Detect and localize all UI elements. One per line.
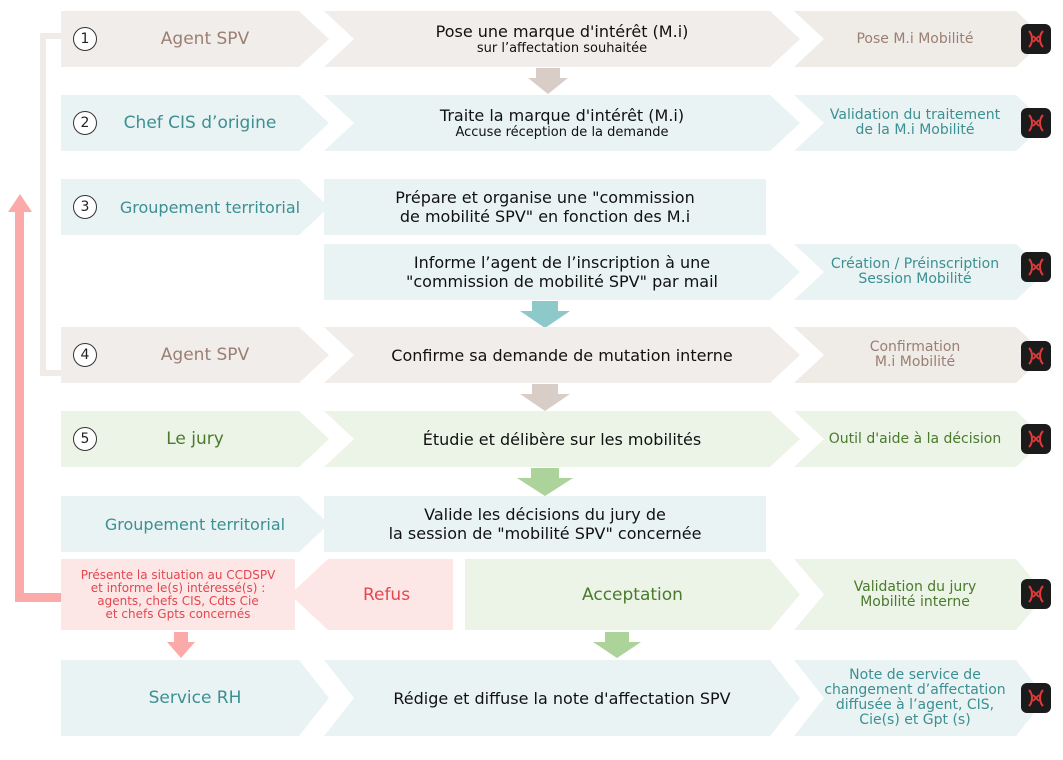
step-number-3: 3 [73, 195, 97, 219]
row3-role: Groupement territorial [61, 179, 329, 235]
step-number-4: 4 [73, 343, 97, 367]
row8-role: Service RH [61, 660, 329, 736]
row2-output-line1: Validation du traitement [829, 107, 1001, 123]
step-number-5: 5 [73, 427, 97, 451]
app-logo-icon[interactable] [1021, 683, 1051, 713]
arrow-down-4-icon [520, 384, 570, 411]
row5-action-title: Étudie et délibère sur les mobilités [422, 429, 702, 449]
app-logo-icon[interactable] [1021, 252, 1051, 282]
arrow-down-refusal-icon [167, 632, 195, 658]
step-number-1: 1 [73, 27, 97, 51]
row7-output-line2: Mobilité interne [860, 593, 970, 610]
row4-output-line2: M.i Mobilité [874, 354, 956, 370]
row3-role-label: Groupement territorial [119, 197, 301, 217]
row4-action-title: Confirme sa demande de mutation interne [391, 345, 733, 365]
row3b-output-line1: Création / Préinscription [830, 256, 1000, 272]
row3b-action: Informe l’agent de l’inscription à une "… [324, 244, 800, 300]
row2-action-sub: Accuse réception de la demande [455, 124, 669, 140]
row1-action-title: Pose une marque d'intérêt (M.i) [435, 21, 689, 41]
row3b-action-line1: Informe l’agent de l’inscription à une [413, 253, 711, 272]
refusal-info-line1: Présente la situation au CCDSPV [80, 567, 276, 582]
row5-output: Outil d'aide à la décision [794, 411, 1046, 467]
row8-output: Note de service de changement d’affectat… [794, 660, 1046, 736]
row5-role-label: Le jury [166, 429, 224, 449]
row1-action: Pose une marque d'intérêt (M.i) sur l’af… [324, 11, 800, 67]
row3-action-line2: de mobilité SPV" en fonction des M.i [399, 207, 691, 226]
row8-output-line2: changement d’affectation [824, 682, 1006, 698]
row6-role-label: Groupement territorial [104, 514, 286, 534]
row4-output: Confirmation M.i Mobilité [794, 327, 1046, 383]
row3-action: Prépare et organise une "commission de m… [324, 179, 766, 235]
row1-action-sub: sur l’affectation souhaitée [476, 40, 648, 56]
refusal-info-line3: agents, chefs CIS, Cdts Cie [97, 593, 259, 608]
row2-action-title: Traite la marque d'intérêt (M.i) [439, 105, 685, 125]
row8-action-title: Rédige et diffuse la note d'affectation … [393, 688, 731, 708]
loop-connector [40, 33, 62, 376]
row8-output-line1: Note de service de [849, 667, 981, 683]
row2-role-label: Chef CIS d’origine [123, 113, 277, 133]
row2-output-line2: de la M.i Mobilité [855, 122, 975, 138]
arrow-down-1-icon [528, 68, 568, 94]
row2-output: Validation du traitement de la M.i Mobil… [794, 95, 1046, 151]
refusal-return-arrowhead-icon [8, 194, 32, 212]
row3b-output-line2: Session Mobilité [858, 271, 972, 287]
row1-output-label: Pose M.i Mobilité [856, 30, 974, 47]
step-number-2: 2 [73, 111, 97, 135]
app-logo-icon[interactable] [1021, 579, 1051, 609]
app-logo-icon[interactable] [1021, 108, 1051, 138]
row5-role: Le jury [61, 411, 329, 467]
row4-action: Confirme sa demande de mutation interne [324, 327, 800, 383]
row7-output: Validation du jury Mobilité interne [794, 559, 1046, 630]
row4-role-label: Agent SPV [160, 345, 250, 365]
arrow-down-acceptance-icon [593, 632, 641, 658]
arrow-down-3-icon [520, 301, 570, 328]
row8-role-label: Service RH [148, 688, 242, 708]
refusal-return-arrow [15, 210, 24, 602]
row2-role: Chef CIS d’origine [61, 95, 329, 151]
row5-action: Étudie et délibère sur les mobilités [324, 411, 800, 467]
row8-output-line4: Cie(s) et Gpt (s) [859, 712, 971, 728]
row3-action-line1: Prépare et organise une "commission [395, 188, 695, 207]
row5-output-label: Outil d'aide à la décision [828, 430, 1002, 447]
refusal-arrow: Refus [290, 559, 453, 630]
row1-role-label: Agent SPV [160, 29, 250, 49]
app-logo-icon[interactable] [1021, 24, 1051, 54]
row7-output-line1: Validation du jury [853, 578, 977, 595]
row4-output-line1: Confirmation [869, 339, 961, 355]
row1-role: Agent SPV [61, 11, 329, 67]
arrow-down-5-icon [517, 468, 573, 496]
row1-output: Pose M.i Mobilité [794, 11, 1046, 67]
row3b-action-line2: "commission de mobilité SPV" par mail [406, 272, 718, 291]
row2-action: Traite la marque d'intérêt (M.i) Accuse … [324, 95, 800, 151]
row8-action: Rédige et diffuse la note d'affectation … [324, 660, 800, 736]
row6-role: Groupement territorial [61, 496, 329, 552]
refusal-label: Refus [362, 584, 411, 605]
app-logo-icon[interactable] [1021, 424, 1051, 454]
refusal-return-arrow-base [15, 593, 62, 602]
refusal-info-line2: et informe le(s) intéressé(s) : [90, 580, 266, 595]
refusal-info-box: Présente la situation au CCDSPV et infor… [61, 559, 295, 630]
acceptance-arrow: Acceptation [465, 559, 800, 630]
row8-output-line3: diffusée à l’agent, CIS, [835, 697, 995, 713]
row4-role: Agent SPV [61, 327, 329, 383]
app-logo-icon[interactable] [1021, 341, 1051, 371]
acceptance-label: Acceptation [582, 584, 683, 605]
row3b-output: Création / Préinscription Session Mobili… [794, 244, 1046, 300]
row6-action: Valide les décisions du jury de la sessi… [324, 496, 766, 552]
row6-action-line1: Valide les décisions du jury de [424, 505, 666, 524]
refusal-info-line4: et chefs Gpts concernés [105, 606, 251, 621]
row6-action-line2: la session de "mobilité SPV" concernée [388, 524, 702, 543]
